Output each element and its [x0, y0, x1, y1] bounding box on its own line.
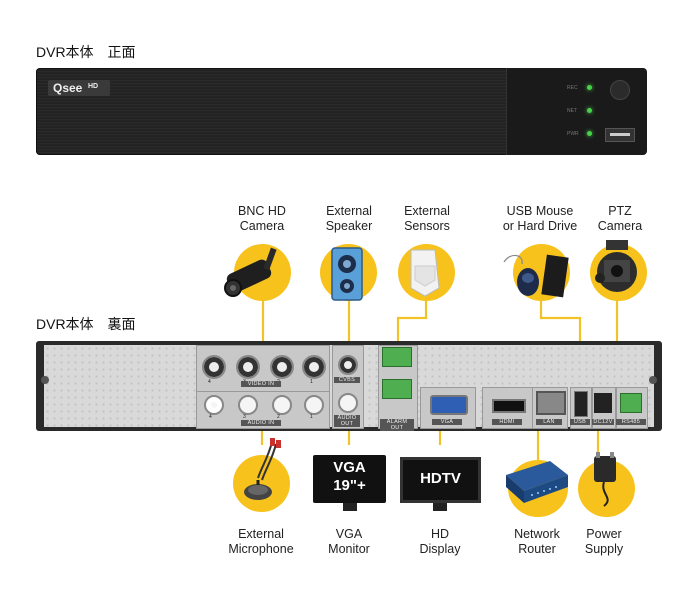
audio-in-4[interactable]	[204, 395, 224, 415]
dvr-rear-panel: 4 3 2 1 VIDEO IN 4 3 2 1 AUDIO IN CVBS A…	[36, 341, 662, 431]
video-in-1[interactable]	[302, 355, 326, 379]
hdmi-port[interactable]	[492, 399, 526, 413]
led-label-net: NET	[567, 108, 577, 114]
cvbs-port[interactable]	[338, 355, 358, 375]
led-label-pwr: PWR	[567, 131, 579, 137]
alarm-label: ALARM OUT	[380, 419, 414, 431]
audio-in-2[interactable]	[272, 395, 292, 415]
vga-port[interactable]	[430, 395, 468, 415]
video-in-label: VIDEO IN	[241, 381, 281, 387]
vga-monitor-icon: VGA 19"+	[313, 455, 386, 513]
bnc-camera-icon	[224, 247, 277, 297]
audio-in-3[interactable]	[238, 395, 258, 415]
video-num-4: 4	[208, 379, 211, 385]
audio-num-4: 4	[209, 414, 212, 420]
audio-in-1[interactable]	[304, 395, 324, 415]
alarm-terminal-top[interactable]	[382, 347, 412, 367]
video-in-3[interactable]	[236, 355, 260, 379]
front-control-panel: REC NET PWR	[506, 68, 647, 155]
power-supply-icon	[594, 452, 616, 507]
audio-in-label: AUDIO IN	[241, 420, 281, 426]
audio-num-1: 1	[310, 414, 313, 420]
speaker-icon	[331, 247, 363, 301]
brand-logo: Qsee HD	[48, 80, 110, 96]
audio-num-3: 3	[243, 414, 246, 420]
rs485-label: RS485	[616, 419, 646, 425]
ptz-camera-icon	[595, 240, 637, 292]
video-num-1: 1	[310, 379, 313, 385]
mouse-harddrive-icon	[503, 254, 569, 298]
router-icon	[506, 461, 568, 503]
dc-power-port[interactable]	[594, 393, 612, 413]
hdmi-label: HDMI	[492, 419, 522, 425]
lan-label: LAN	[536, 419, 562, 425]
net-led	[587, 108, 592, 113]
video-in-4[interactable]	[202, 355, 226, 379]
vga-label: VGA	[432, 419, 462, 425]
rec-led	[587, 85, 592, 90]
cvbs-label: CVBS	[334, 377, 360, 383]
pwr-led	[587, 131, 592, 136]
audio-out-port[interactable]	[338, 393, 358, 413]
dc-label: DC12V	[592, 419, 614, 425]
sensor-icon	[410, 249, 440, 297]
dvr-front-panel: Qsee HD REC NET PWR	[36, 68, 647, 155]
alarm-terminal-bottom[interactable]	[382, 379, 412, 399]
rear-section-title: DVR本体 裏面	[36, 316, 136, 332]
front-section-title: DVR本体 正面	[36, 44, 136, 60]
power-button[interactable]	[610, 80, 630, 100]
audio-out-label: AUDIO OUT	[334, 415, 360, 427]
audio-num-2: 2	[277, 414, 280, 420]
hdtv-icon: HDTV	[400, 457, 481, 513]
line-sensors	[396, 296, 428, 356]
led-label-rec: REC	[567, 85, 578, 91]
microphone-circle	[233, 455, 290, 512]
usb-port[interactable]	[574, 391, 588, 417]
front-usb-port[interactable]	[605, 128, 635, 142]
usb-label: USB	[570, 419, 590, 425]
video-in-2[interactable]	[270, 355, 294, 379]
lan-port[interactable]	[536, 391, 566, 415]
rs485-terminal[interactable]	[620, 393, 642, 413]
microphone-icon	[244, 438, 281, 500]
